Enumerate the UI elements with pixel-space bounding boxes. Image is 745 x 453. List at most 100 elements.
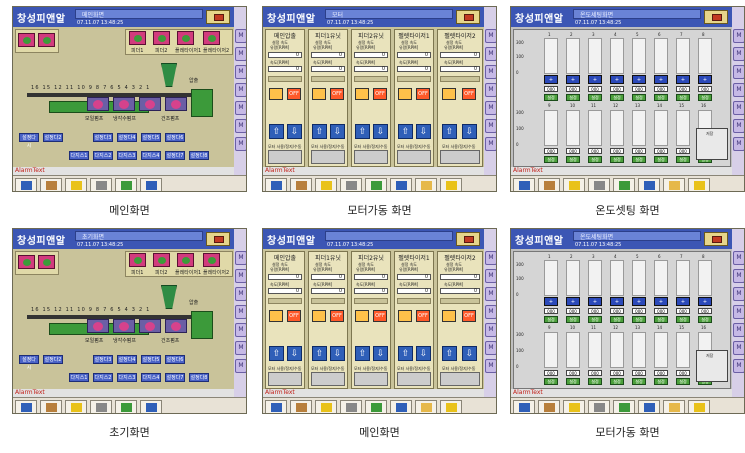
mold-icon[interactable] — [38, 33, 55, 47]
plus-button[interactable]: + — [676, 297, 690, 306]
nav-motor[interactable] — [290, 178, 312, 191]
plus-button[interactable]: + — [566, 297, 580, 306]
nav-temp[interactable] — [365, 400, 387, 413]
side-button[interactable]: M — [485, 323, 496, 337]
alarm-button[interactable] — [206, 232, 230, 246]
side-button[interactable]: M — [485, 287, 496, 301]
down-arrow-icon[interactable]: ⇩ — [416, 346, 431, 361]
side-button[interactable]: M — [235, 323, 246, 337]
speed-setpoint[interactable]: 0 — [397, 274, 431, 280]
alarm-button[interactable] — [456, 232, 480, 246]
plus-button[interactable]: + — [610, 75, 624, 84]
down-arrow-icon[interactable]: ⇩ — [330, 346, 345, 361]
side-button[interactable]: M — [235, 29, 246, 43]
off-button[interactable]: OFF — [373, 310, 387, 322]
setting-button[interactable]: 다지스2 — [93, 151, 113, 160]
setting-button[interactable]: 다지스1 — [69, 373, 89, 382]
setting-button[interactable]: 설정다3 — [93, 133, 113, 142]
down-arrow-icon[interactable]: ⇩ — [330, 124, 345, 139]
down-arrow-icon[interactable]: ⇩ — [287, 124, 302, 139]
nav-motor[interactable] — [538, 178, 560, 191]
side-button[interactable]: M — [485, 101, 496, 115]
off-button[interactable]: OFF — [462, 310, 476, 322]
setting-button[interactable]: 설정다5 — [141, 133, 161, 142]
side-button[interactable]: M — [235, 305, 246, 319]
speed-setpoint[interactable]: 0 — [268, 52, 302, 58]
plus-button[interactable]: + — [566, 75, 580, 84]
side-button[interactable]: M — [733, 287, 744, 301]
side-button[interactable]: M — [733, 269, 744, 283]
nav-main[interactable] — [265, 178, 287, 191]
nav-tools[interactable] — [340, 400, 362, 413]
mold-icon[interactable] — [203, 253, 220, 267]
setting-button[interactable]: 설정다4 — [117, 355, 137, 364]
setting-button[interactable]: 설정다7 — [165, 373, 185, 382]
off-button[interactable]: OFF — [287, 88, 301, 100]
setting-button[interactable]: 설정다3 — [93, 355, 113, 364]
save-button[interactable]: 저장 — [696, 350, 728, 382]
setting-button[interactable]: 설정다시 — [19, 133, 39, 149]
off-button[interactable]: OFF — [462, 88, 476, 100]
plus-button[interactable]: + — [544, 297, 558, 306]
nav-motor[interactable] — [290, 400, 312, 413]
side-button[interactable]: M — [235, 287, 246, 301]
plus-button[interactable]: + — [676, 75, 690, 84]
side-button[interactable]: M — [235, 65, 246, 79]
setting-button[interactable]: 설정다2 — [43, 355, 63, 364]
nav-main[interactable] — [513, 178, 535, 191]
nav-data[interactable] — [638, 178, 660, 191]
up-arrow-icon[interactable]: ⇧ — [355, 346, 370, 361]
mold-icon[interactable] — [177, 31, 194, 45]
nav-temp[interactable] — [613, 400, 635, 413]
speed-setpoint[interactable]: 0 — [354, 52, 388, 58]
nav-warning[interactable] — [65, 400, 87, 413]
plus-button[interactable]: + — [610, 297, 624, 306]
pump-block[interactable] — [87, 319, 109, 333]
alarm-button[interactable] — [206, 10, 230, 24]
nav-data[interactable] — [140, 178, 162, 191]
nav-data[interactable] — [390, 178, 412, 191]
nav-motor[interactable] — [40, 400, 62, 413]
nav-book[interactable] — [663, 400, 685, 413]
side-button[interactable]: M — [485, 65, 496, 79]
side-button[interactable]: M — [485, 341, 496, 355]
nav-warning[interactable] — [315, 400, 337, 413]
mold-icon[interactable] — [153, 31, 170, 45]
nav-motor[interactable] — [40, 178, 62, 191]
nav-main[interactable] — [265, 400, 287, 413]
speed-setpoint[interactable]: 0 — [397, 52, 431, 58]
side-button[interactable]: M — [733, 47, 744, 61]
nav-tools[interactable] — [588, 178, 610, 191]
mold-icon[interactable] — [153, 253, 170, 267]
mold-icon[interactable] — [38, 255, 55, 269]
alarm-button[interactable] — [456, 10, 480, 24]
setting-button[interactable]: 다지스3 — [117, 151, 137, 160]
setting-button[interactable]: 설정다7 — [165, 151, 185, 160]
setting-button[interactable]: 다지스3 — [117, 373, 137, 382]
down-arrow-icon[interactable]: ⇩ — [462, 124, 477, 139]
side-button[interactable]: M — [733, 137, 744, 151]
nav-temp[interactable] — [115, 178, 137, 191]
speed-setpoint[interactable]: 0 — [440, 274, 480, 280]
speed-setpoint[interactable]: 0 — [311, 52, 345, 58]
pump-block[interactable] — [165, 97, 187, 111]
side-button[interactable]: M — [485, 119, 496, 133]
up-arrow-icon[interactable]: ⇧ — [442, 346, 457, 361]
side-button[interactable]: M — [235, 137, 246, 151]
side-button[interactable]: M — [485, 83, 496, 97]
mold-icon[interactable] — [18, 33, 35, 47]
up-arrow-icon[interactable]: ⇧ — [312, 346, 327, 361]
nav-tools-2[interactable] — [415, 400, 437, 413]
nav-tools[interactable] — [90, 400, 112, 413]
off-button[interactable]: OFF — [330, 310, 344, 322]
pump-block[interactable] — [139, 319, 161, 333]
up-arrow-icon[interactable]: ⇧ — [269, 124, 284, 139]
side-button[interactable]: M — [733, 341, 744, 355]
pump-block[interactable] — [113, 319, 135, 333]
side-button[interactable]: M — [485, 269, 496, 283]
nav-tools[interactable] — [340, 178, 362, 191]
down-arrow-icon[interactable]: ⇩ — [462, 346, 477, 361]
side-button[interactable]: M — [235, 269, 246, 283]
nav-temp[interactable] — [365, 178, 387, 191]
down-arrow-icon[interactable]: ⇩ — [416, 124, 431, 139]
